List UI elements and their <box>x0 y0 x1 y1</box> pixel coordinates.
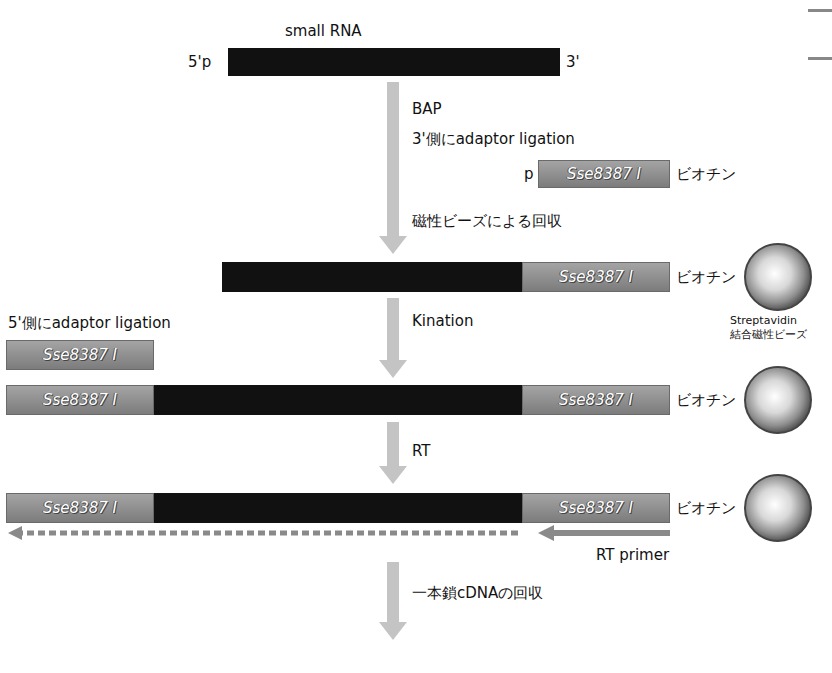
adaptor-box: Sse8387 I <box>522 493 670 523</box>
step-label: 3'側にadaptor ligation <box>412 130 575 148</box>
step-label: Kination <box>412 312 473 330</box>
adaptor-name: Sse8387 I <box>43 346 117 364</box>
adaptor-name: Sse8387 I <box>567 165 641 183</box>
end-label: 3' <box>566 53 580 71</box>
adaptor-box: Sse8387 I <box>522 262 670 292</box>
primer-label: RT primer <box>596 546 669 564</box>
rna-bar <box>154 493 522 523</box>
magnetic-bead <box>745 367 811 433</box>
rt-primer <box>552 530 670 536</box>
process-arrow <box>379 82 407 640</box>
biotin-label: ビオチン <box>676 268 736 286</box>
bead-label: Streptavidin 結合磁性ビーズ <box>730 314 828 342</box>
step-label: RT <box>412 442 431 460</box>
cdna-strand <box>20 531 518 536</box>
adaptor-box: Sse8387 I <box>6 493 154 523</box>
adaptor-box: Sse8387 I <box>6 385 154 415</box>
end-label: 5'p <box>188 53 211 71</box>
step-label: 磁性ビーズによる回収 <box>412 212 562 230</box>
adaptor-box: Sse8387 I <box>538 160 670 188</box>
adaptor-name: Sse8387 I <box>43 499 117 517</box>
corner-mark <box>808 9 832 12</box>
rna-bar <box>228 48 560 76</box>
magnetic-bead <box>745 244 811 310</box>
biotin-label: ビオチン <box>676 165 736 183</box>
biotin-label: ビオチン <box>676 499 736 517</box>
cdna-arrowhead <box>8 526 22 540</box>
adaptor-name: Sse8387 I <box>559 499 633 517</box>
step-label: 一本鎖cDNAの回収 <box>412 584 543 602</box>
rt-primer-head <box>538 525 554 541</box>
biotin-label: ビオチン <box>676 391 736 409</box>
rna-bar <box>222 262 522 292</box>
rna-title: small RNA <box>285 22 362 40</box>
adaptor-name: Sse8387 I <box>559 268 633 286</box>
corner-mark <box>808 57 832 60</box>
phosphate-label: p <box>524 165 534 183</box>
adaptor-name: Sse8387 I <box>43 391 117 409</box>
adaptor-box: Sse8387 I <box>522 385 670 415</box>
magnetic-bead <box>745 475 811 541</box>
adaptor-name: Sse8387 I <box>559 391 633 409</box>
adaptor-box: Sse8387 I <box>6 340 154 370</box>
step-label: 5'側にadaptor ligation <box>8 314 171 332</box>
rna-bar <box>154 385 522 415</box>
step-label: BAP <box>412 100 442 118</box>
